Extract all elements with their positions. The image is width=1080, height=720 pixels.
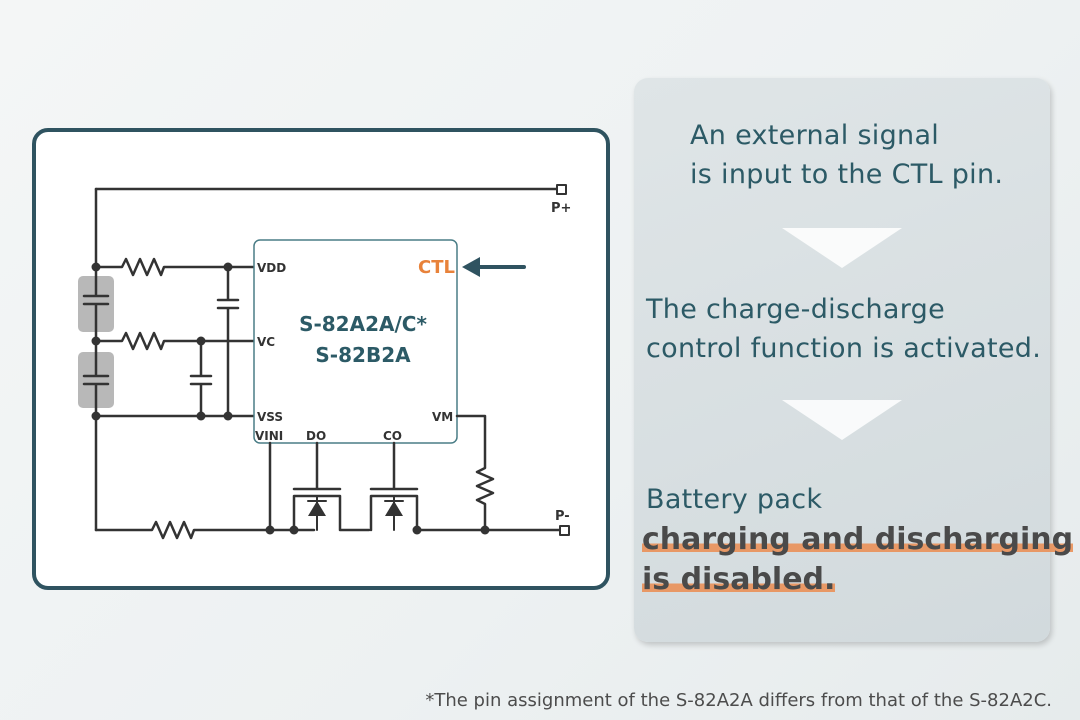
arrow-left-icon-head — [462, 257, 480, 277]
junction-dot — [223, 262, 233, 272]
junction-dot — [480, 525, 490, 535]
step2-line1: The charge-discharge — [646, 294, 946, 325]
pin-label-vdd: VDD — [257, 261, 286, 275]
junction-dot — [91, 262, 101, 272]
p-plus-terminal — [556, 184, 567, 195]
resistor-icon — [94, 331, 256, 351]
battery-cell-icon — [78, 352, 114, 408]
pin-label-ctl: CTL — [418, 257, 455, 278]
junction-dot — [196, 336, 206, 346]
pin-label-vc: VC — [257, 335, 275, 349]
triangle-down-icon — [782, 228, 902, 268]
junction-dot — [196, 411, 206, 421]
step3-heading: Battery pack — [646, 484, 823, 515]
junction-dot — [289, 525, 299, 535]
mosfet-icon — [292, 494, 371, 532]
co-gate-wire — [369, 441, 419, 491]
junction-dot — [91, 411, 101, 421]
junction-dot — [91, 336, 101, 346]
capacitor-icon — [216, 265, 240, 418]
step2-text: The charge-discharge control function is… — [646, 290, 1041, 368]
capacitor-icon — [189, 339, 213, 418]
chip-name-line2: S-82B2A — [315, 343, 411, 367]
resistor-icon — [94, 257, 256, 277]
pin-label-vini: VINI — [255, 429, 283, 443]
step1-line2: is input to the CTL pin. — [690, 159, 1004, 190]
footnote: *The pin assignment of the S-82A2A diffe… — [425, 690, 1052, 711]
triangle-down-icon — [782, 400, 902, 440]
junction-dot — [265, 525, 275, 535]
terminal-label-p-plus: P+ — [551, 201, 571, 216]
step3-result: charging and discharging is disabled. — [642, 520, 1074, 600]
circuit-panel: VDD VC VSS VINI DO CO VM CTL S-82A2A/C* … — [32, 128, 610, 590]
result-line1: charging and discharging — [642, 522, 1074, 557]
chip-outline — [253, 239, 458, 444]
pin-label-vm: VM — [432, 410, 453, 424]
resistor-icon — [455, 414, 495, 532]
battery-cell-wire — [82, 265, 110, 343]
p-minus-terminal — [559, 525, 570, 536]
circuit-diagram: VDD VC VSS VINI DO CO VM CTL S-82A2A/C* … — [78, 184, 571, 540]
chip-name-line1: S-82A2A/C* — [299, 312, 427, 336]
bottom-rail — [94, 520, 316, 540]
pin-label-vss: VSS — [257, 410, 283, 424]
terminal-label-p-minus: P- — [555, 509, 570, 524]
pin-label-do: DO — [306, 429, 326, 443]
do-gate-wire — [292, 441, 342, 491]
step2-line2: control function is activated. — [646, 333, 1042, 364]
pin-label-co: CO — [383, 429, 402, 443]
junction-dot — [412, 525, 422, 535]
result-line2: is disabled. — [642, 562, 836, 597]
junction-dot — [223, 411, 233, 421]
step1-line1: An external signal — [690, 120, 940, 151]
battery-cell-wire — [82, 339, 110, 418]
step1-text: An external signal is input to the CTL p… — [690, 116, 1003, 194]
info-panel: An external signal is input to the CTL p… — [634, 78, 1074, 642]
